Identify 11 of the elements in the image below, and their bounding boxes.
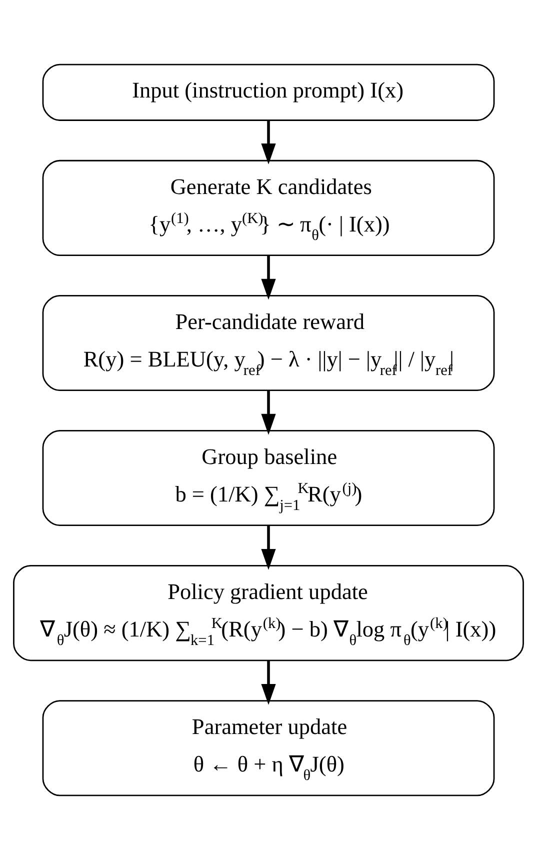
arrow <box>261 390 276 435</box>
arrow <box>261 256 276 300</box>
arrow <box>261 120 276 164</box>
node-box: Generate K candidates {y$^{(1)}$, …, y$^{(K)}$} ∼ π$_{θ}$(· | I(x)) <box>42 160 495 256</box>
node-box: Policy gradient update ∇$_{θ}$J(θ) ≈ (1/K) ∑$_{k=1}$$^{K}$(R(y$^{(k)}$) − b) ∇$_{θ}$log π$_{θ}$(y$^{(k)}$| I(x)) <box>13 565 524 662</box>
node-box: Parameter update θ ← θ + η ∇$_{θ}$J(θ) <box>42 700 495 796</box>
node-box: Input (instruction prompt) I(x) <box>42 64 495 121</box>
node-box: Per-candidate reward R(y) = BLEU(y, y$_{ref}$) − λ · ||y| − |y$_{ref}$|| / |y$_{ref}$| <box>42 294 495 392</box>
arrow <box>261 660 276 705</box>
node-box: Group baseline b = (1/K) ∑$_{j=1}$$^{K}$R(y$^{(j)}$) <box>42 430 495 526</box>
arrow <box>261 526 276 570</box>
